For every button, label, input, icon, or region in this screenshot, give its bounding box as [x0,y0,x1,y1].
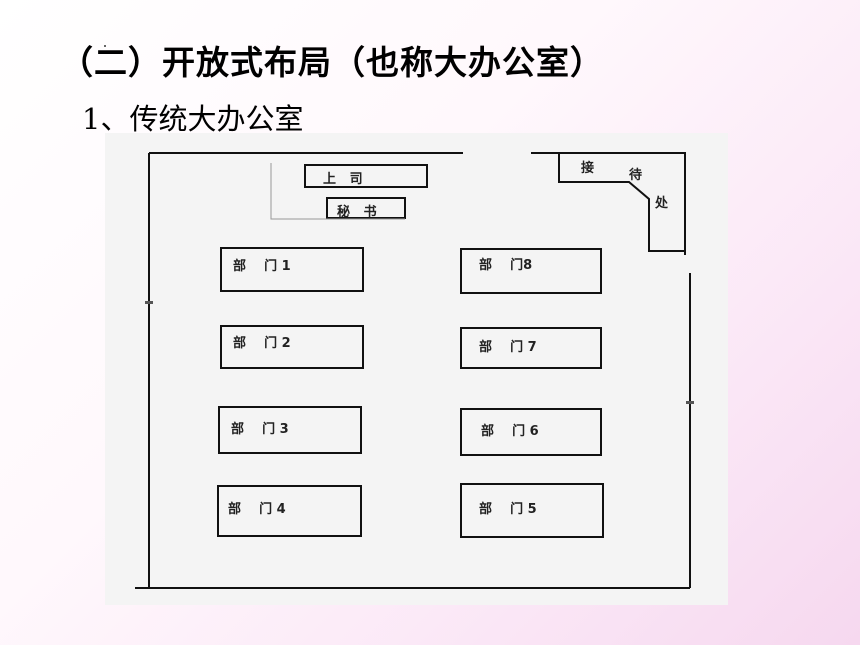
dept-5-desk [460,483,604,538]
dept-3-label: 部 门 3 [231,422,289,437]
dept-8-label: 部 门8 [479,258,533,273]
reception-label-1: 接 [581,161,595,176]
secretary-label: 秘 书 [337,205,377,220]
boss-label: 上 司 [323,172,363,187]
dept-4-label: 部 门 4 [228,502,286,517]
reception-label-2: 待 [629,168,643,183]
dept-8-desk [460,248,602,294]
dept-2-label: 部 门 2 [233,336,291,351]
dept-6-desk [460,408,602,456]
dept-4-desk [217,485,362,537]
ghost-partition [270,163,405,220]
wall-gap-mark-left [145,301,153,304]
dept-6-label: 部 门 6 [481,424,539,439]
dept-3-desk [218,406,362,454]
dept-2-desk [220,325,364,369]
dept-7-label: 部 门 7 [479,340,537,355]
wall-gap-mark-right [686,401,694,404]
slide-title: （二）开放式布局（也称大办公室） [60,43,604,82]
secretary-desk [326,197,406,219]
reception-label-3: 处 [655,196,669,211]
slide-subtitle: 1、传统大办公室 [82,102,304,136]
dept-5-label: 部 门 5 [479,502,537,517]
reception-counter [558,153,685,252]
boss-desk [304,164,428,188]
dept-1-desk [220,247,364,292]
stray-dot [104,45,106,47]
floor-plan-lines [135,152,694,589]
dept-7-desk [460,327,602,369]
dept-1-label: 部 门 1 [233,259,291,274]
floor-plan: 上 司 秘 书 接 待 处 部 门 1 部 门 2 部 门 3 部 门 4 部 … [105,133,728,605]
outer-wall-top-right [531,152,686,255]
